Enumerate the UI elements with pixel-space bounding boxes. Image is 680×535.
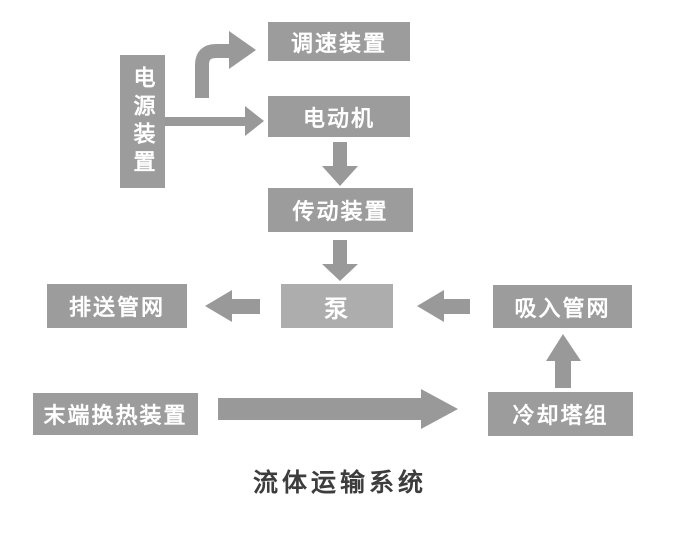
node-terminal-heat-exchange: 末端换热装置 bbox=[33, 393, 198, 435]
arrow-shaft bbox=[333, 142, 347, 167]
node-discharge-network: 排送管网 bbox=[47, 284, 187, 328]
arrow-head bbox=[546, 334, 581, 361]
arrow-motor-to-transmission-icon bbox=[322, 142, 358, 186]
arrow-shaft bbox=[218, 398, 423, 420]
arrow-head bbox=[322, 264, 358, 281]
arrow-cooling-to-suction-icon bbox=[546, 334, 581, 388]
diagram-title: 流体运输系统 bbox=[252, 468, 427, 497]
arrow-shaft bbox=[443, 299, 470, 314]
arrow-transmission-to-pump-icon bbox=[322, 240, 358, 281]
arrow-head bbox=[245, 106, 264, 136]
arrow-head bbox=[421, 389, 458, 429]
arrow-head bbox=[322, 166, 358, 186]
arrow-pump-to-discharge-icon bbox=[205, 290, 260, 322]
node-transmission: 传动装置 bbox=[268, 188, 413, 232]
arrow-suction-to-pump-icon bbox=[417, 290, 470, 322]
arrow-power-to-speed-control-icon bbox=[195, 31, 256, 98]
arrow-shaft bbox=[555, 360, 571, 388]
arrow-power-to-motor-icon bbox=[165, 106, 264, 136]
node-cooling-tower-group: 冷却塔组 bbox=[488, 392, 633, 436]
node-suction-network: 吸入管网 bbox=[493, 285, 632, 328]
node-speed-control: 调速装置 bbox=[268, 22, 410, 61]
arrow-head bbox=[205, 290, 232, 322]
node-pump: 泵 bbox=[281, 284, 393, 328]
arrow-elbow-shaft bbox=[195, 44, 230, 98]
arrow-shaft bbox=[165, 117, 246, 126]
arrow-shaft bbox=[231, 299, 260, 314]
arrow-head bbox=[417, 290, 444, 322]
arrow-shaft bbox=[333, 240, 347, 265]
node-power-supply: 电源装置 bbox=[120, 55, 165, 188]
node-motor: 电动机 bbox=[268, 96, 410, 137]
arrow-elbow-head bbox=[229, 31, 256, 69]
arrow-terminal-to-cooling-icon bbox=[218, 389, 458, 429]
